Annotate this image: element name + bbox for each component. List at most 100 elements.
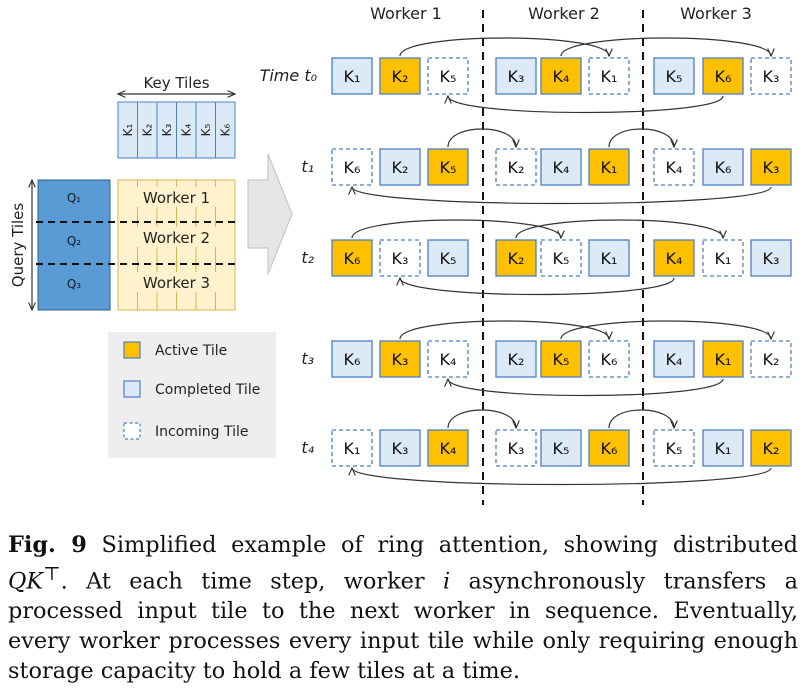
key-tile [215, 101, 236, 159]
tile-incoming [750, 340, 792, 378]
tile-label: K₁ [601, 67, 618, 86]
worker-header: Worker 3 [680, 4, 752, 23]
tile-incoming [427, 340, 469, 378]
tile-completed [702, 148, 744, 186]
tile-label: K₃ [392, 350, 409, 369]
key-tile-label: K₆ [218, 123, 232, 136]
time-label: t₁ [301, 157, 314, 176]
transfer-arrow [352, 468, 772, 486]
tile-incoming [588, 340, 630, 378]
transfer-arrow [351, 219, 561, 238]
transfer-arrow [608, 409, 674, 428]
tile-label: K₃ [392, 249, 409, 268]
tile-label: K₃ [508, 67, 525, 86]
tile-active [540, 340, 582, 378]
tile-label: K₆ [344, 158, 361, 177]
caption-math-i: i [443, 568, 451, 595]
worker-label-bg [136, 272, 218, 292]
tile-label: K₆ [715, 67, 732, 86]
transfer-arrow [608, 128, 674, 147]
tile-label: K₂ [392, 158, 409, 177]
figure-caption: Fig. 9 Simplified example of ring attent… [8, 530, 798, 686]
tile-active [653, 239, 695, 277]
tile-label: K₂ [392, 67, 409, 86]
time-label: t₂ [301, 248, 314, 267]
tile-label: K₆ [344, 350, 361, 369]
tile-label: K₆ [344, 249, 361, 268]
tile-label: K₃ [763, 249, 780, 268]
tile-label: K₅ [553, 439, 570, 458]
tile-label: K₅ [440, 158, 457, 177]
caption-text-a: Simplified example of ring attention, sh… [101, 532, 799, 558]
tile-label: K₁ [715, 439, 732, 458]
tile-incoming [427, 57, 469, 95]
tile-label: K₅ [553, 249, 570, 268]
tile-completed [379, 148, 421, 186]
query-tile-label: Q₃ [67, 277, 81, 291]
tile-label: K₆ [601, 350, 618, 369]
tile-incoming [702, 239, 744, 277]
tile-completed [653, 57, 695, 95]
tile-active [702, 340, 744, 378]
tile-label: K₂ [763, 439, 780, 458]
tile-completed [653, 340, 695, 378]
tile-completed [427, 239, 469, 277]
tile-active [379, 57, 421, 95]
tile-active [427, 148, 469, 186]
legend-swatch-active [123, 341, 141, 359]
transfer-arrow [399, 37, 609, 56]
tile-active [427, 429, 469, 467]
transfer-arrow [352, 187, 772, 205]
tile-completed [495, 340, 537, 378]
tile-completed [495, 57, 537, 95]
query-tile-label: Q₂ [67, 234, 81, 248]
transfer-arrow [448, 379, 724, 397]
tile-label: K₁ [715, 249, 732, 268]
legend-swatch-incoming [123, 422, 141, 440]
tile-completed [540, 429, 582, 467]
worker-header: Worker 2 [528, 4, 600, 23]
tile-label: K₄ [553, 67, 570, 86]
tile-incoming [495, 429, 537, 467]
flow-arrow [247, 153, 293, 275]
caption-math-qk: QK [8, 568, 44, 595]
tile-incoming [588, 57, 630, 95]
transfer-arrow [447, 128, 516, 147]
tile-completed [588, 239, 630, 277]
legend-label-incoming: Incoming Tile [155, 424, 249, 440]
key-tiles-label: Key Tiles [143, 74, 209, 92]
tile-label: K₃ [763, 67, 780, 86]
tile-incoming [750, 57, 792, 95]
tile-active [495, 239, 537, 277]
tile-active [750, 148, 792, 186]
tile-label: K₃ [392, 439, 409, 458]
tile-label: K₄ [666, 350, 683, 369]
transfer-arrow [400, 278, 675, 296]
tile-incoming [653, 148, 695, 186]
matrix-worker-label: Worker 1 [143, 189, 210, 207]
tile-active [588, 429, 630, 467]
matrix-worker-label: Worker 3 [143, 274, 210, 292]
tile-label: K₆ [715, 158, 732, 177]
tile-label: K₄ [666, 249, 683, 268]
worker-header: Worker 1 [370, 4, 442, 23]
transfer-arrow [560, 320, 771, 339]
time-label: t₃ [301, 349, 314, 368]
ring-timeline: Worker 1 Worker 2 Worker 3 Time t₀ K₁ K₂ K₅ K₃ K… [260, 4, 792, 505]
tile-label: K₅ [666, 67, 683, 86]
tile-incoming [331, 429, 373, 467]
tile-active [588, 148, 630, 186]
transfer-arrow [515, 219, 723, 238]
tile-label: K₁ [344, 67, 361, 86]
tile-completed [331, 340, 373, 378]
legend-label-completed: Completed Tile [155, 382, 260, 398]
transfer-arrow [448, 96, 724, 114]
tile-label: K₁ [601, 249, 618, 268]
tile-active [331, 239, 373, 277]
key-tile-label: K₂ [140, 123, 154, 136]
tile-label: K₅ [553, 350, 570, 369]
caption-text-c: asynchronously transfers a processed inp… [8, 568, 798, 685]
time-label: Time t₀ [260, 66, 318, 85]
query-block [37, 179, 111, 311]
